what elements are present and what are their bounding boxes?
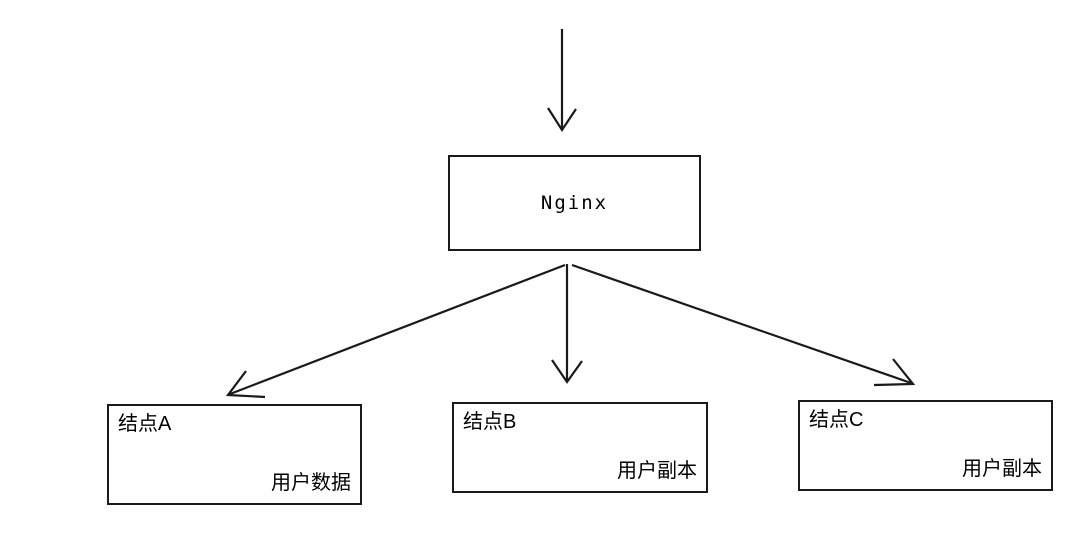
node-a-title: 结点A	[118, 413, 172, 435]
node-c-title: 结点C	[809, 409, 864, 431]
nginx-to-node-a-arrow	[225, 263, 566, 399]
nginx-to-node-b-arrow	[551, 264, 583, 384]
node-a-box[interactable]: 结点A 用户数据	[107, 404, 362, 505]
node-a-role: 用户数据	[271, 472, 351, 494]
node-b-role: 用户副本	[617, 460, 697, 482]
nginx-node-box[interactable]: Nginx	[448, 155, 701, 251]
incoming-request-arrow	[547, 29, 577, 133]
node-c-role: 用户副本	[962, 458, 1042, 480]
nginx-to-node-c-arrow	[571, 263, 916, 387]
node-b-box[interactable]: 结点B 用户副本	[452, 402, 708, 493]
node-b-title: 结点B	[463, 411, 517, 433]
node-c-box[interactable]: 结点C 用户副本	[798, 400, 1053, 491]
nginx-node-label: Nginx	[540, 192, 609, 214]
